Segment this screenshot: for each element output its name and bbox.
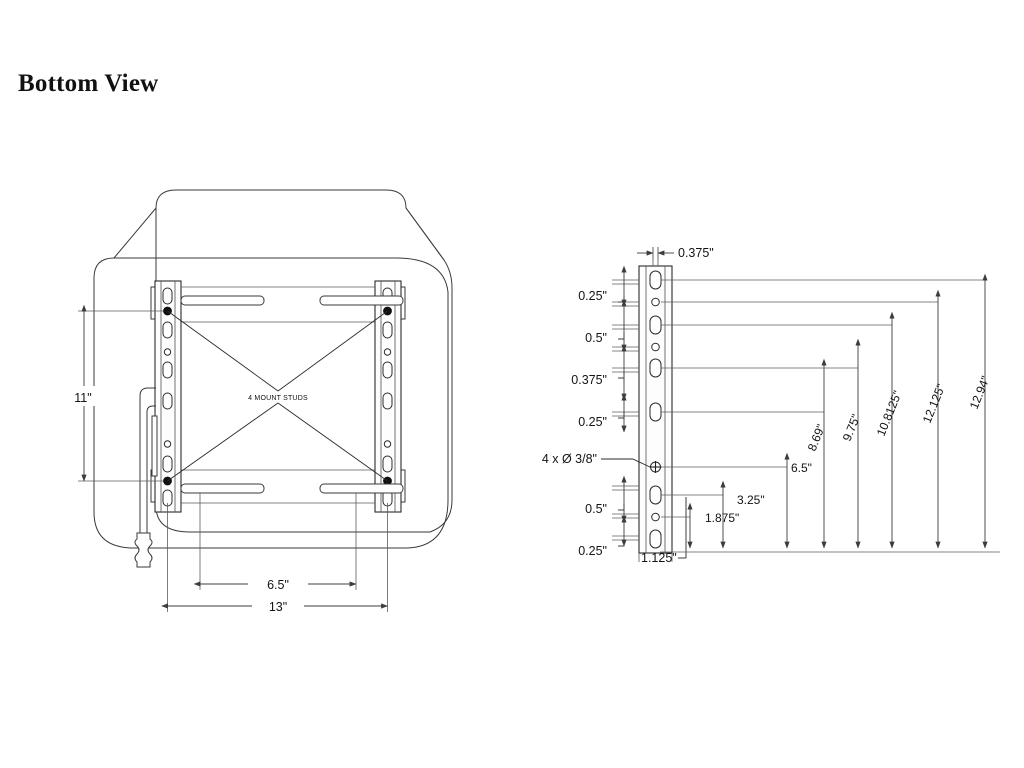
dimension-label-0375-width: 0.375" [678, 246, 714, 260]
dimension-0375-width: 0.375" [637, 246, 714, 260]
release-handle [134, 388, 158, 568]
dimension-label-1294: 12.94" [967, 374, 993, 411]
mount-studs-leaders [167, 310, 388, 482]
left-spacing-dimensions: 0.25" 0.5" 0.375" 0.25" 0.5" [571, 265, 639, 558]
dimension-label-025-c: 0.25" [578, 544, 607, 558]
dimension-label-12125: 12.125" [920, 382, 948, 425]
dimension-label-108125: 10.8125" [874, 389, 905, 438]
dimension-width-6p5: 6.5" [193, 493, 357, 593]
target-hole-marker [649, 461, 662, 473]
mount-studs-label: 4 MOUNT STUDS [248, 395, 308, 402]
dimension-label-6p5in: 6.5" [267, 578, 289, 592]
dimension-height-11: 11" [68, 304, 163, 482]
left-rail [150, 280, 182, 513]
display-body-outline [94, 190, 452, 548]
dimension-label-0375-b: 0.375" [571, 373, 607, 387]
dimension-label-13in: 13" [269, 600, 287, 614]
dimension-label-1875: 1.875" [705, 511, 739, 525]
right-rail [374, 280, 406, 513]
page-title: Bottom View [18, 70, 159, 97]
dimension-label-05-c: 0.5" [585, 502, 607, 516]
bottom-view-group: 4 MOUNT STUDS 11" [68, 190, 452, 615]
hole-diameter-note: 4 x Ø 3/8" [542, 452, 651, 468]
dimension-label-975: 9.75" [840, 412, 863, 443]
dimension-label-869: 8.69" [805, 422, 828, 453]
stacked-vertical-dimensions: 1.875" 3.25" 6.5" 8.69" 9.75" [661, 273, 993, 549]
dimension-label-05-a: 0.5" [585, 331, 607, 345]
hole-diameter-label: 4 x Ø 3/8" [542, 452, 597, 466]
bracket-crossbars [180, 286, 404, 504]
dimension-label-1125: 1.125" [641, 551, 677, 565]
dimension-label-025-a: 0.25" [578, 289, 607, 303]
dimension-label-11in: 11" [74, 391, 91, 405]
rail-detail-group: 0.375" [542, 246, 1000, 565]
dimension-label-65: 6.5" [791, 461, 812, 475]
dimension-width-13: 13" [161, 503, 389, 615]
dimension-label-025-b: 0.25" [578, 415, 607, 429]
dimension-label-325: 3.25" [737, 493, 765, 507]
dimension-1125-base: 1.125" [638, 497, 687, 565]
